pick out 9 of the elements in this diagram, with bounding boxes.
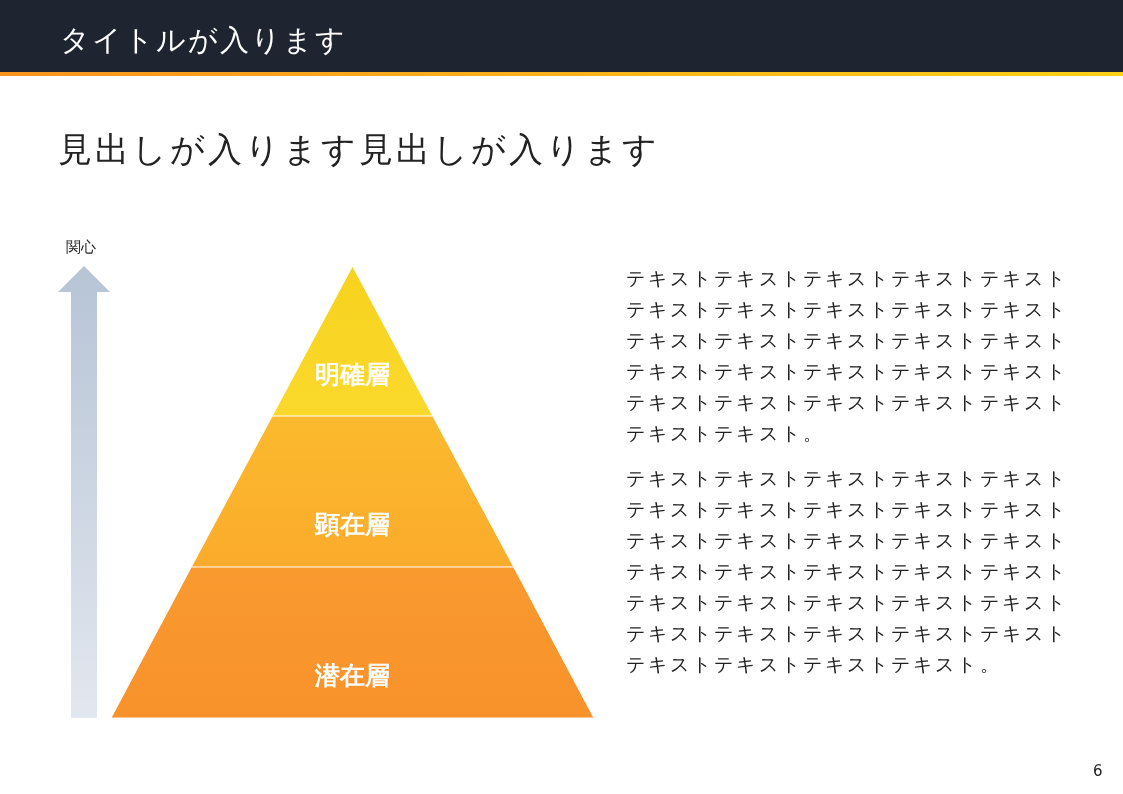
body-text: テキストテキストテキストテキストテキストテキストテキストテキストテキストテキストテキストテキストテキストテキストテキストテキストテキストテキストテキストテキストテキストテキストテキストテキストテキストテキストテキスト。: [626, 266, 1069, 446]
layer-label: 明確層: [314, 359, 391, 391]
layer-label: 顕在層: [313, 509, 391, 541]
heading: 見出しが入ります見出しが入ります: [58, 128, 660, 171]
layer-label: 潜在層: [314, 660, 391, 692]
page-number: 6: [1093, 762, 1103, 780]
body-text: テキストテキストテキストテキストテキストテキストテキストテキストテキストテキストテキストテキストテキストテキストテキストテキストテキストテキストテキストテキストテキストテキストテキストテキストテキストテキストテキストテキストテキストテキストテキストテキストテキストテキスト。: [626, 466, 1069, 677]
slide-title: タイトルが入ります: [60, 22, 347, 59]
axis-label: 関心: [66, 238, 96, 257]
